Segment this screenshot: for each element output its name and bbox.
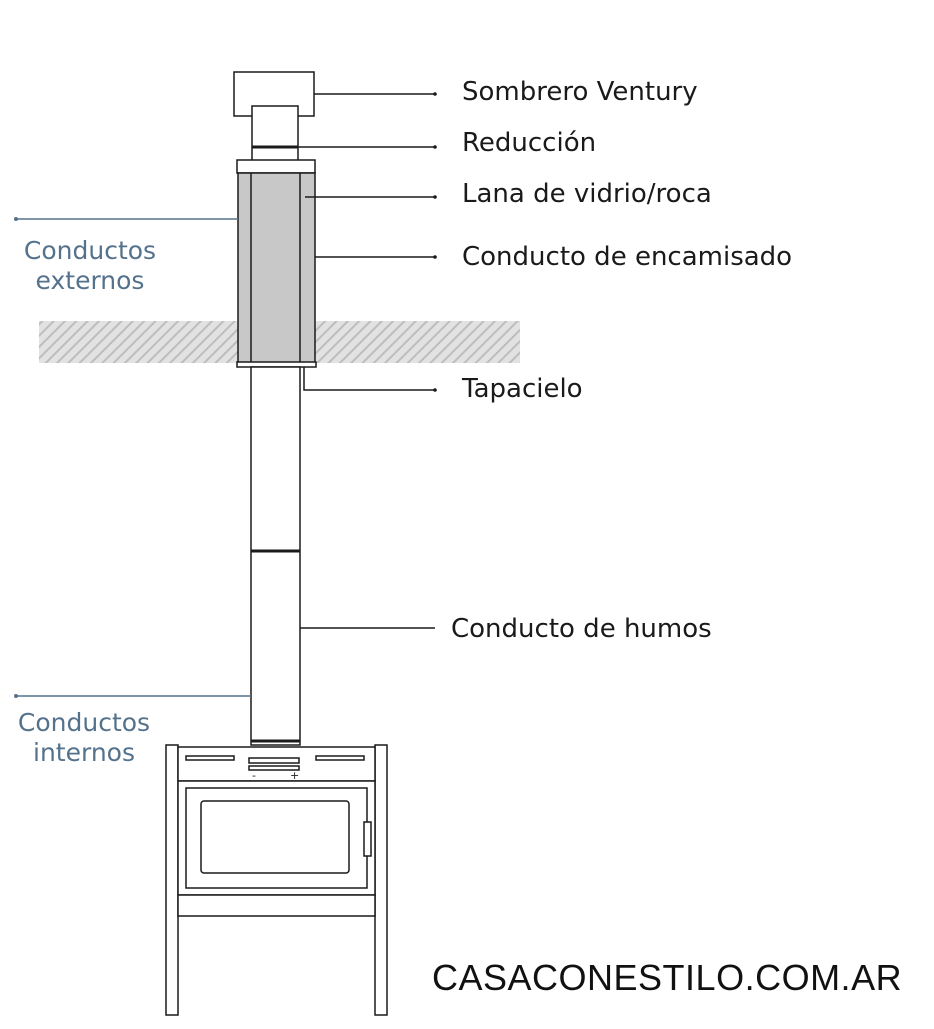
label-conductos-internos: Conductos internos bbox=[0, 708, 168, 768]
conducto-de-humos bbox=[250, 366, 301, 746]
label-sombrero-ventury: Sombrero Ventury bbox=[462, 77, 698, 107]
label-conductos-externos-line2: externos bbox=[35, 266, 145, 295]
label-conductos-internos-line2: internos bbox=[33, 738, 135, 767]
reduccion-piece bbox=[251, 105, 299, 163]
stove-plus-mark: + bbox=[290, 769, 299, 782]
label-conductos-internos-line1: Conductos bbox=[17, 708, 151, 737]
encamisado-duct bbox=[237, 172, 316, 367]
label-reduccion: Reducción bbox=[462, 128, 597, 158]
label-conductos-externos: Conductos externos bbox=[6, 236, 174, 296]
label-conducto-encamisado: Conducto de encamisado bbox=[462, 242, 793, 272]
encamisado-top-collar bbox=[236, 159, 316, 174]
label-conductos-externos-line1: Conductos bbox=[23, 236, 157, 265]
label-tapacielo: Tapacielo bbox=[462, 374, 583, 404]
label-conducto-humos: Conducto de humos bbox=[451, 614, 712, 644]
label-lana-de-vidrio: Lana de vidrio/roca bbox=[462, 179, 712, 209]
stove bbox=[165, 744, 388, 1016]
site-watermark: CASACONESTILO.COM.AR bbox=[432, 957, 903, 998]
stove-minus-mark: - bbox=[252, 769, 256, 782]
leader-tapacielo bbox=[303, 367, 435, 391]
